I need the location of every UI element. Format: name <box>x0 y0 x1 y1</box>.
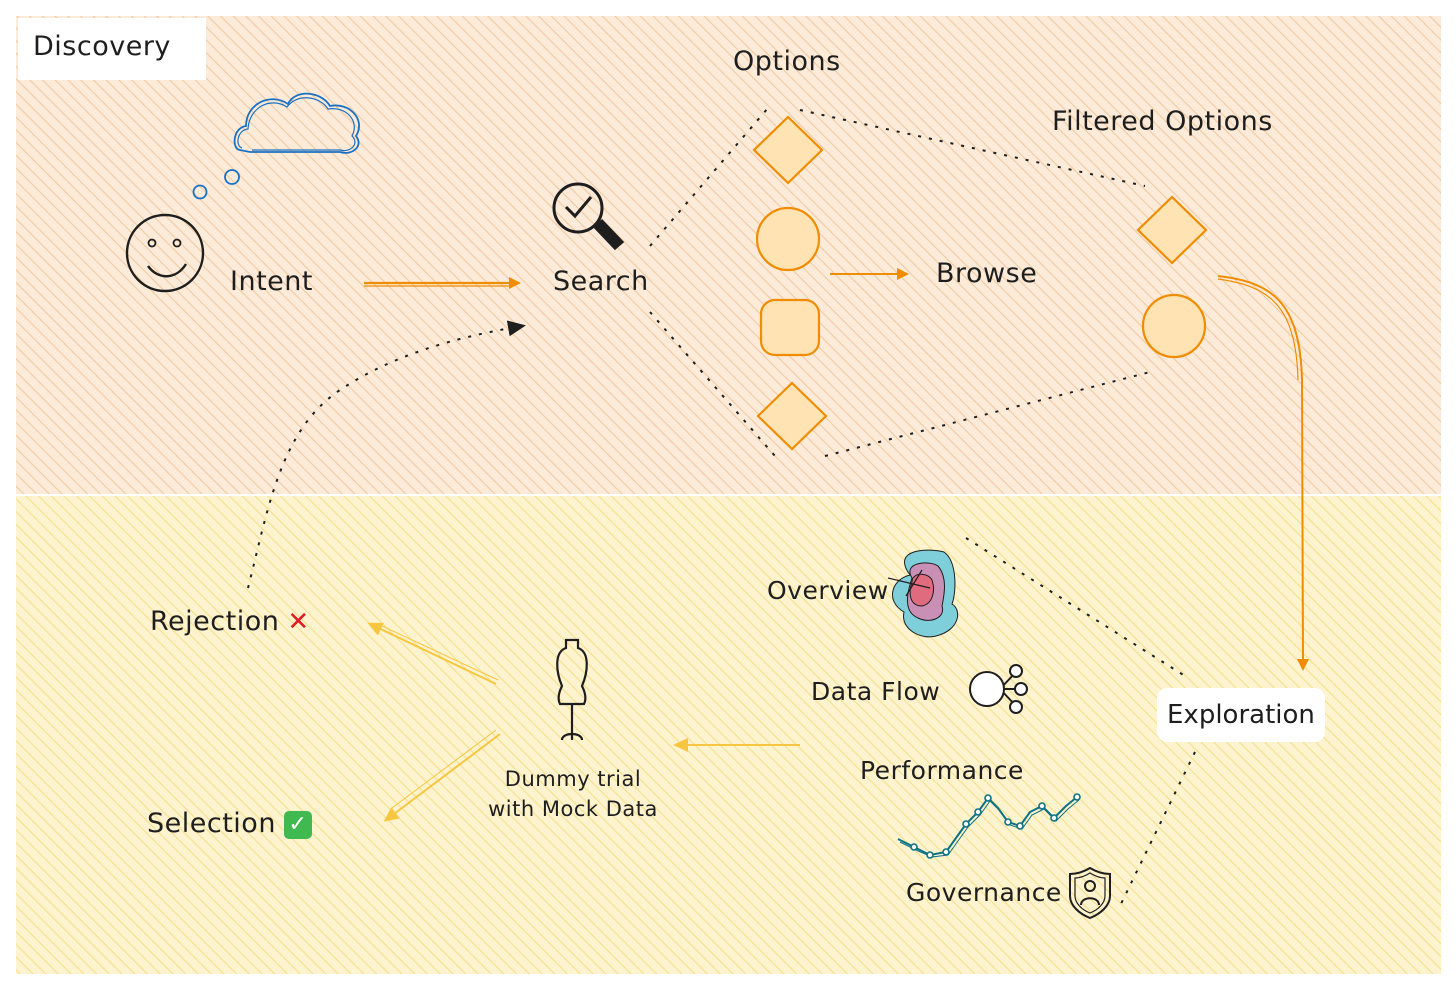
rejection-row: Rejection✕ <box>150 606 310 637</box>
discovery-zone <box>16 16 1441 494</box>
dummy-trial-line2: with Mock Data <box>488 797 658 821</box>
browse-label: Browse <box>936 258 1038 289</box>
filtered-options-label: Filtered Options <box>1052 106 1273 137</box>
selection-label: Selection <box>147 808 276 839</box>
arrow-trial-to-rejection <box>367 622 497 685</box>
line-chart-icon <box>897 793 1081 859</box>
performance-label: Performance <box>860 756 1024 785</box>
option-circle-1 <box>755 206 821 272</box>
arrow-trial-to-selection <box>383 733 501 822</box>
filtered-option-shapes <box>1136 195 1208 359</box>
smiley-icon <box>125 213 205 293</box>
filtered-diamond <box>1136 195 1208 265</box>
mannequin-icon <box>556 638 588 741</box>
overview-label: Overview <box>767 576 889 605</box>
selection-row: Selection✓ <box>147 808 312 839</box>
dummy-trial-line1: Dummy trial <box>504 767 642 791</box>
dotted-search-options-top <box>649 107 769 247</box>
option-diamond-2 <box>756 381 828 451</box>
green-check-icon: ✓ <box>283 810 312 839</box>
option-shapes <box>752 115 828 451</box>
exploration-title: Exploration <box>1157 688 1325 742</box>
radar-chart-icon <box>887 549 959 638</box>
data-flow-label: Data Flow <box>811 677 941 706</box>
option-rounded-square <box>759 298 821 357</box>
rejection-label: Rejection <box>150 606 280 637</box>
options-label: Options <box>733 46 841 77</box>
cloud-icon <box>192 92 360 200</box>
dotted-options-filtered-bottom <box>824 371 1151 457</box>
discovery-title-bg <box>18 18 206 80</box>
magnifier-check-icon <box>552 182 625 251</box>
governance-label: Governance <box>906 878 1062 907</box>
red-x-icon: ✕ <box>287 607 310 637</box>
dotted-options-filtered-top <box>799 109 1146 187</box>
arrow-filtered-to-exploration <box>1217 275 1309 671</box>
discovery-title: Discovery <box>33 31 171 62</box>
intent-label: Intent <box>230 266 313 297</box>
search-label: Search <box>553 266 649 297</box>
option-diamond-1 <box>752 115 824 185</box>
data-flow-icon <box>969 664 1028 714</box>
shield-person-icon <box>1069 866 1111 920</box>
filtered-circle <box>1141 293 1207 359</box>
dummy-trial-label: Dummy trial with Mock Data <box>478 764 668 824</box>
